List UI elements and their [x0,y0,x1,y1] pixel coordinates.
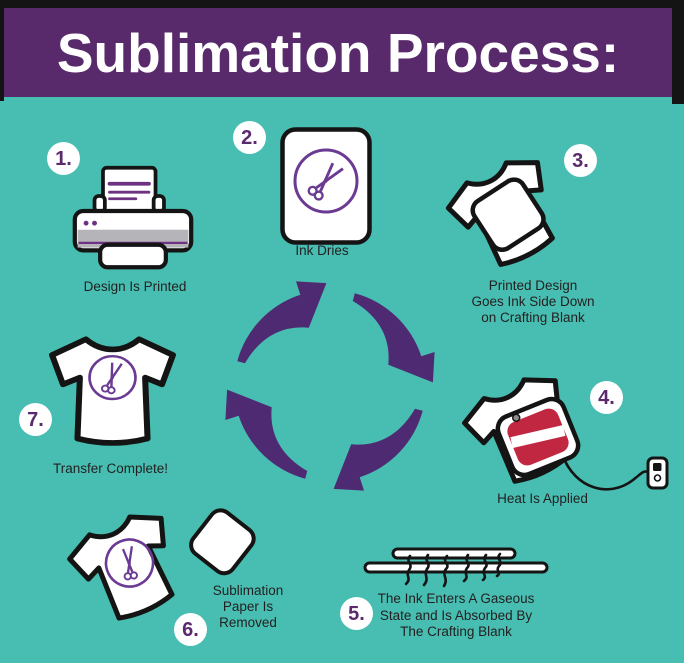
step-6-number: 6. [182,618,199,641]
label-line: on Crafting Blank [481,310,585,325]
step-7-number: 7. [27,408,44,431]
press-knob [511,413,521,423]
step-1-label: Design Is Printed [55,279,215,295]
label-line: The Ink Enters A Gaseous [377,591,535,606]
label-line: The Crafting Blank [400,624,512,639]
label-line: Design Is Printed [83,279,187,294]
heat-press-icon [450,362,669,502]
paper-removed-icon [55,500,256,635]
step-7-badge: 7. [19,403,52,436]
header-banner: Sublimation Process: [4,8,672,97]
step-3-badge: 3. [564,144,597,177]
label-line: Removed [219,615,277,630]
press-plates-icon [363,547,549,588]
step-7-label: Transfer Complete! [28,461,193,477]
press-pad [495,396,581,478]
step-2-badge: 2. [233,121,266,154]
power-outlet-icon [646,456,669,490]
cycle-arrows-icon [225,281,435,491]
top-border [0,0,684,8]
step-2-number: 2. [241,126,258,149]
step-4-number: 4. [598,386,615,409]
power-cord [560,452,650,491]
label-line: Paper Is [222,599,274,614]
cycle-arrow [225,389,308,479]
step-1-badge: 1. [47,142,80,175]
gas-squiggles [404,552,502,588]
step-3-number: 3. [572,149,589,172]
step-1-number: 1. [55,147,72,170]
step-5-badge: 5. [340,597,373,630]
step-4-label: Heat Is Applied [460,491,625,507]
finished-shirt-icon [40,328,185,452]
left-border [0,0,4,101]
label-line: Sublimation [212,583,284,598]
cycle-arrow [237,281,327,364]
peeled-paper [189,508,256,576]
shirt-with-paper-icon [425,135,595,305]
page-title: Sublimation Process: [56,21,620,84]
label-line: Goes Ink Side Down [471,294,595,309]
sublimation-paper-icon [280,127,372,245]
step-5-label: The Ink Enters A Gaseous State and Is Ab… [366,591,546,641]
step-3-label: Printed Design Goes Ink Side Down on Cra… [442,278,624,326]
label-line: Ink Dries [295,243,349,258]
right-border [672,0,684,104]
step-6-label: Sublimation Paper Is Removed [200,583,296,631]
label-line: Heat Is Applied [497,491,588,506]
label-line: State and Is Absorbed By [379,607,533,623]
cycle-arrow [333,408,423,491]
blank-paper [470,177,546,252]
step-4-badge: 4. [590,381,623,414]
step-5-number: 5. [348,602,365,625]
step-2-label: Ink Dries [262,243,382,259]
cycle-arrow [352,293,435,383]
printer-icon [72,165,194,270]
label-line: Transfer Complete! [52,461,169,476]
step-6-badge: 6. [174,613,207,646]
label-line: Printed Design [488,278,578,293]
